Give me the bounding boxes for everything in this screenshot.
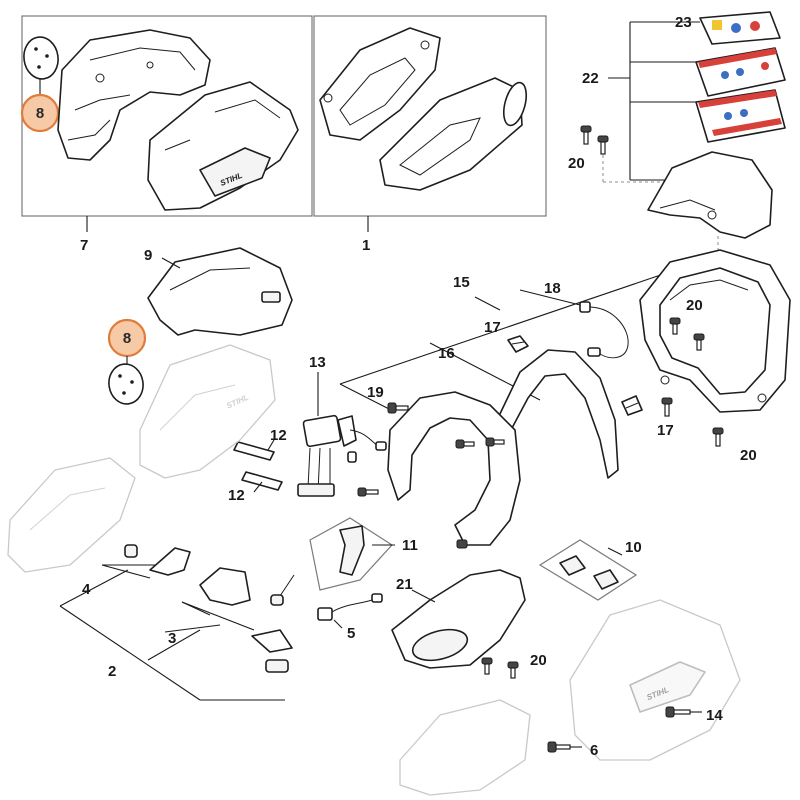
callout-2: 2: [108, 663, 116, 680]
screw-20-frame-d[interactable]: [712, 427, 724, 447]
screw-20-frame-c[interactable]: [661, 397, 673, 417]
switch-cable[interactable]: [579, 301, 629, 359]
screw-20-top-a[interactable]: [580, 125, 592, 145]
ghost-housing-right: STIHL: [569, 599, 741, 761]
bottom-housing[interactable]: [391, 569, 526, 669]
handle-frame-leaders: [339, 264, 691, 413]
ghost-handle-left: [7, 457, 136, 573]
callout-13: 13: [309, 354, 326, 371]
callout-20-top: 20: [568, 155, 585, 172]
pad-right[interactable]: [593, 569, 619, 590]
seal-disc-top[interactable]: [21, 35, 61, 96]
lockout-lever[interactable]: [149, 547, 191, 576]
ghost-bottom-left: [399, 699, 531, 796]
screw-14[interactable]: [665, 706, 702, 718]
micro-switch[interactable]: [317, 593, 383, 629]
callout-22: 22: [582, 70, 599, 87]
callout-12-lower: 12: [228, 487, 245, 504]
callout-1: 1: [362, 237, 370, 254]
callout-20-right: 20: [740, 447, 757, 464]
callout-4: 4: [82, 581, 91, 598]
gasket-strip-upper[interactable]: [233, 439, 275, 461]
screw-20-frame-a[interactable]: [669, 317, 681, 335]
cable-clip-lower[interactable]: [621, 395, 643, 416]
trigger-lever[interactable]: [199, 567, 251, 606]
callout-6: 6: [590, 742, 598, 759]
top-cover[interactable]: [147, 247, 293, 336]
control-lever-box: [309, 517, 395, 591]
screw-19[interactable]: [387, 402, 409, 414]
callout-12-upper: 12: [270, 427, 287, 444]
callout-11: 11: [402, 537, 418, 554]
spring-trigger[interactable]: [270, 574, 295, 606]
screw-loop-a[interactable]: [455, 439, 475, 449]
callout-20-bottom: 20: [530, 652, 547, 669]
callout-17-upper: 17: [484, 319, 501, 336]
screw-20-bottom-a[interactable]: [481, 657, 493, 675]
callout-10: 10: [625, 539, 642, 556]
screw-20-bottom-b[interactable]: [507, 661, 519, 679]
screw-20-top-b[interactable]: [597, 135, 680, 183]
seal-disc-lower[interactable]: [106, 362, 145, 406]
screw-loop-c[interactable]: [357, 487, 379, 497]
screw-20-frame-b[interactable]: [693, 333, 705, 351]
callout-18: 18: [544, 280, 561, 297]
housing-shell-lower[interactable]: STIHL: [147, 81, 299, 211]
screw-6[interactable]: [547, 741, 582, 753]
callout-20-frame: 20: [686, 297, 703, 314]
handle-housing-right[interactable]: [379, 77, 530, 191]
pad-set-box: [538, 539, 638, 601]
cable-clip-upper[interactable]: [507, 335, 529, 353]
handle-housing-group-box: [313, 15, 547, 232]
decal-top[interactable]: [699, 11, 781, 45]
front-handle-loop[interactable]: [387, 391, 521, 549]
handle-cover[interactable]: [647, 151, 773, 260]
cam-lever[interactable]: [251, 629, 293, 673]
callout-19: 19: [367, 384, 384, 401]
callout-23: 23: [675, 14, 692, 31]
gasket-strip-lower[interactable]: [241, 471, 283, 493]
ghost-housing-left: STIHL: [139, 344, 276, 479]
bow-handle[interactable]: [497, 349, 619, 479]
screw-loop-b[interactable]: [485, 437, 505, 447]
pad-left[interactable]: [559, 555, 586, 576]
rear-handle-frame[interactable]: [639, 249, 791, 413]
callout-16: 16: [438, 345, 455, 362]
callout-5: 5: [347, 625, 355, 642]
callout-7: 7: [80, 237, 88, 254]
callout-9: 9: [144, 247, 152, 264]
switch-assembly[interactable]: [297, 372, 387, 497]
control-lever[interactable]: [339, 525, 365, 576]
callout-8-top[interactable]: 8: [20, 93, 60, 133]
callout-8-lower-label: 8: [123, 330, 131, 347]
callout-3: 3: [168, 630, 176, 647]
housing-shell-upper[interactable]: [57, 29, 211, 161]
callout-15: 15: [453, 274, 470, 291]
decal-leaders: [608, 21, 700, 181]
spring-small[interactable]: [124, 544, 138, 558]
callout-8-lower[interactable]: 8: [107, 318, 147, 365]
callout-21: 21: [396, 576, 413, 593]
callout-17-lower: 17: [657, 422, 674, 439]
decal-bottom[interactable]: [695, 89, 786, 143]
callout-14: 14: [706, 707, 723, 724]
callout-8-top-label: 8: [36, 105, 44, 122]
decal-middle[interactable]: [695, 47, 786, 97]
trigger-group-leaders: [59, 564, 285, 701]
handle-housing-left[interactable]: [319, 27, 441, 141]
